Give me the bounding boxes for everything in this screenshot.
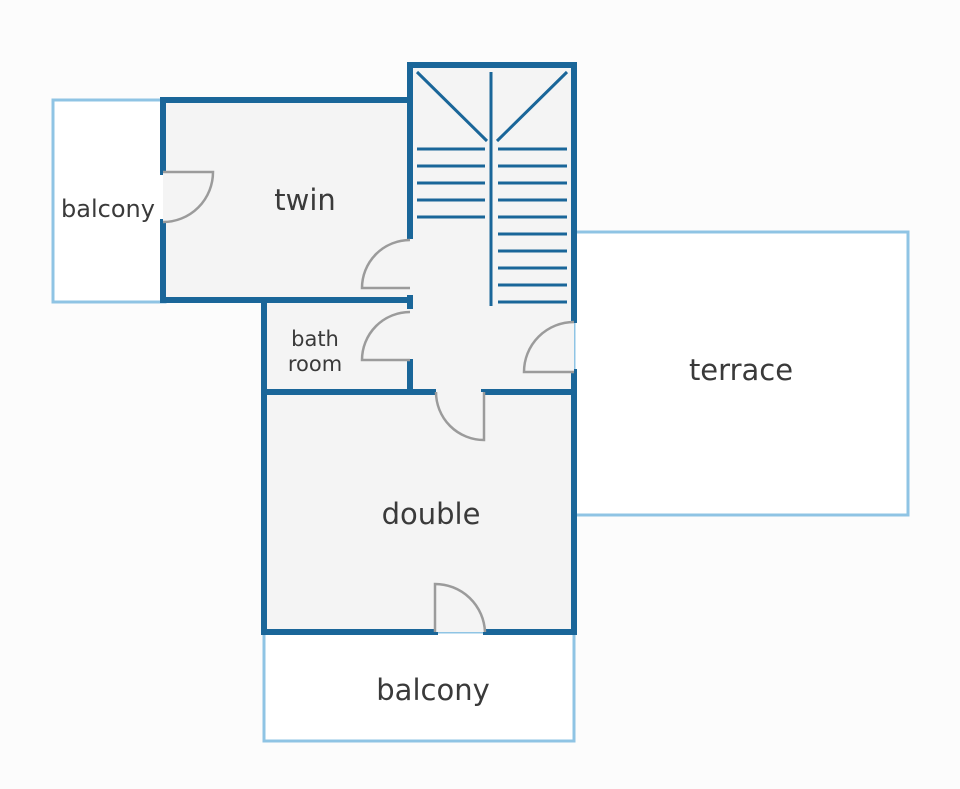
door-double-balcony [433,582,487,633]
room-label-terrace: terrace [689,353,793,387]
staircase [415,70,569,306]
terrace-area [572,230,910,517]
door-bathroom [360,310,411,362]
door-twin-balcony [162,170,215,224]
doors [162,170,575,633]
door-terrace [522,320,575,374]
door-twin [360,238,411,290]
room-label-double: double [382,497,481,531]
room-label-bathroom-line2: room [288,352,342,376]
room-label-balcony-bottom: balcony [376,673,489,707]
room-label-balcony-left: balcony [61,195,155,223]
room-label-bathroom: bath [291,327,339,351]
room-label-twin: twin [274,183,336,217]
balcony-left-area [51,98,167,304]
walls [160,62,577,635]
door-double [434,391,486,442]
